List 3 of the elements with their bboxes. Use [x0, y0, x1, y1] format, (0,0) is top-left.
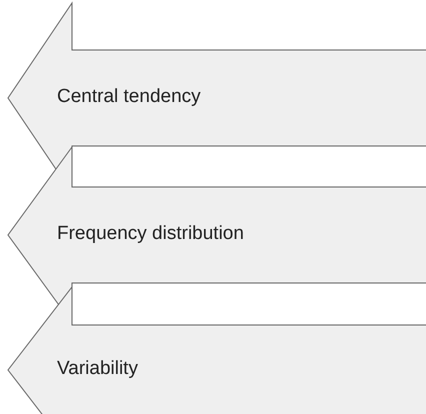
arrow-label: Variability — [57, 358, 138, 380]
arrow-label: Central tendency — [57, 86, 201, 108]
arrow-label: Frequency distribution — [57, 223, 244, 245]
